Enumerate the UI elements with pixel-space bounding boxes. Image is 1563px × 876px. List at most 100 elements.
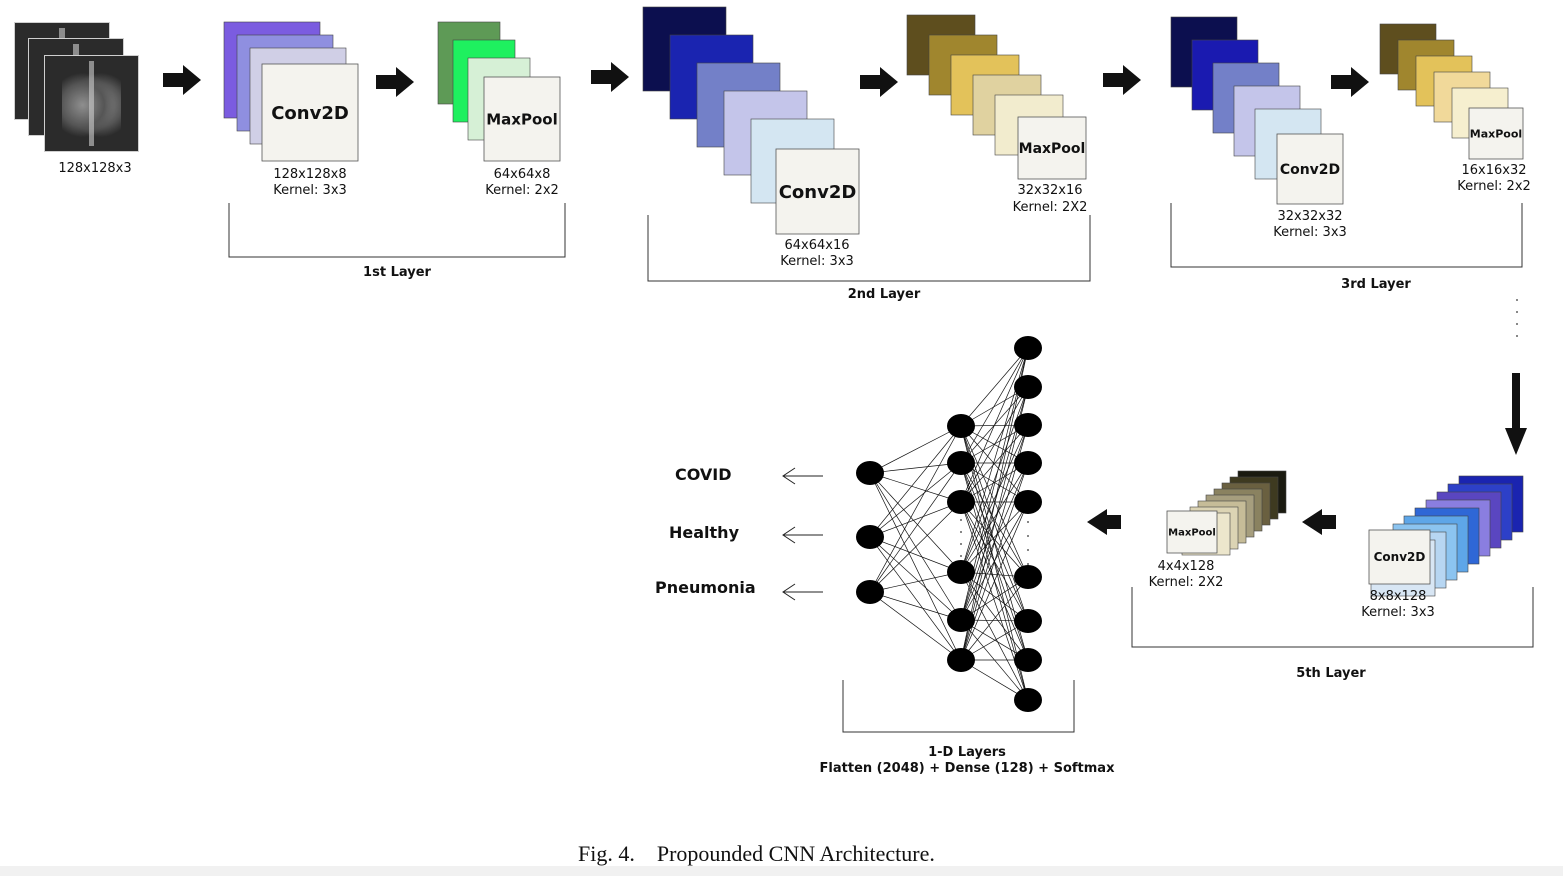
layer2-bracket — [647, 215, 1091, 282]
nn-gap-dot-l2-2 — [960, 531, 962, 533]
nn-edge — [869, 462, 962, 593]
layer5-pool-kernel: Kernel: 2X2 — [1148, 575, 1224, 590]
layer5-conv-dims: 8x8x128 — [1369, 589, 1427, 604]
layer-gap-dot-4 — [1516, 335, 1518, 337]
class-label-healthy: Healthy — [669, 523, 739, 542]
nn-node-l1-1 — [856, 461, 884, 485]
layer1-title: 1st Layer — [363, 265, 431, 280]
layer2-pool-kernel: Kernel: 2X2 — [1012, 200, 1088, 215]
nn-edge — [960, 501, 1029, 701]
nn-node-l3-7 — [1014, 609, 1042, 633]
flow-arrow-3 — [591, 62, 629, 92]
flow-arrow-7 — [1302, 509, 1336, 535]
flow-arrow-6 — [1331, 67, 1369, 97]
input-dims: 128x128x3 — [58, 161, 132, 176]
layer1-pool-front-box — [483, 76, 561, 162]
layer5-conv-label: Conv2D — [1374, 550, 1426, 564]
layer3-title: 3rd Layer — [1341, 277, 1411, 292]
nn-node-l2-4 — [947, 560, 975, 584]
nn-edge — [960, 462, 1029, 578]
xray-image-3 — [44, 55, 139, 152]
layer1-pool-kernel: Kernel: 2x2 — [485, 183, 559, 198]
nn-node-l2-1 — [947, 414, 975, 438]
layer5-pool-label: MaxPool — [1168, 528, 1216, 539]
nn-edge — [869, 536, 962, 621]
layer3-pool-dims: 16x16x32 — [1461, 163, 1527, 178]
layer5-bracket — [1131, 587, 1534, 648]
nn-edge — [960, 501, 1029, 573]
class-label-pneumonia: Pneumonia — [655, 578, 756, 597]
nn-node-l3-1 — [1014, 336, 1042, 360]
dense-title: 1-D Layers — [928, 745, 1006, 760]
output-arrow-2 — [782, 526, 823, 544]
nn-node-l3-4 — [1014, 451, 1042, 475]
flow-arrow-down — [1505, 373, 1527, 455]
nn-edge — [869, 425, 962, 474]
nn-edge — [960, 424, 1029, 503]
layer1-pool-dims: 64x64x8 — [493, 167, 551, 182]
flow-arrow-8 — [1087, 509, 1121, 535]
nn-gap-dot-l3-2 — [1027, 535, 1029, 537]
nn-edge — [869, 472, 962, 503]
layer3-bracket — [1170, 203, 1523, 268]
layer1-conv-dims: 128x128x8 — [273, 167, 347, 182]
nn-edge — [869, 536, 962, 661]
nn-edge — [960, 347, 1029, 464]
layer3-conv-kernel: Kernel: 3x3 — [1273, 225, 1347, 240]
nn-edge — [869, 591, 962, 621]
layer5-pool-dims: 4x4x128 — [1157, 559, 1215, 574]
layer2-title: 2nd Layer — [847, 287, 921, 302]
nn-node-l3-2 — [1014, 375, 1042, 399]
layer2-conv-dims: 64x64x16 — [784, 238, 850, 253]
nn-edge — [960, 424, 1029, 573]
nn-node-l1-2 — [856, 525, 884, 549]
nn-edge — [869, 472, 962, 621]
layer3-pool-kernel: Kernel: 2x2 — [1457, 179, 1531, 194]
nn-edge — [869, 472, 962, 573]
layer2-pool-dims: 32x32x16 — [1017, 183, 1083, 198]
nn-node-l1-3 — [856, 580, 884, 604]
nn-edge — [960, 347, 1029, 427]
flow-arrow-4 — [860, 67, 898, 97]
nn-node-l3-5 — [1014, 490, 1042, 514]
nn-edge — [869, 425, 962, 593]
nn-edge — [869, 536, 962, 573]
nn-edge — [869, 591, 962, 661]
nn-edge — [960, 576, 1029, 661]
dense-bracket — [842, 680, 1075, 733]
nn-gap-dot-l2-4 — [960, 555, 962, 557]
layer3-conv-dims: 32x32x32 — [1277, 209, 1343, 224]
nn-node-l3-6 — [1014, 565, 1042, 589]
nn-edge — [869, 501, 962, 538]
nn-edge — [960, 425, 1029, 578]
layer1-bracket — [228, 203, 566, 258]
nn-node-l3-3 — [1014, 413, 1042, 437]
nn-node-l2-5 — [947, 608, 975, 632]
figure-caption: Fig. 4. Propounded CNN Architecture. — [578, 841, 935, 866]
layer2-pool-label: MaxPool — [1019, 141, 1086, 157]
dense-subtitle: Flatten (2048) + Dense (128) + Softmax — [819, 761, 1115, 776]
nn-gap-dot-l3-1 — [1027, 521, 1029, 523]
nn-node-l2-2 — [947, 451, 975, 475]
nn-edge — [960, 462, 1029, 573]
layer5-conv-front-box — [1368, 529, 1431, 585]
layer1-conv-kernel: Kernel: 3x3 — [273, 183, 347, 198]
nn-edge — [869, 571, 962, 593]
nn-edge — [869, 462, 962, 474]
nn-edge — [869, 462, 962, 538]
output-arrow-1 — [782, 467, 823, 485]
nn-node-l2-3 — [947, 490, 975, 514]
nn-gap-dot-l2-1 — [960, 519, 962, 521]
nn-node-l2-6 — [947, 648, 975, 672]
layer5-title: 5th Layer — [1296, 666, 1366, 681]
nn-node-l3-9 — [1014, 688, 1042, 712]
class-label-covid: COVID — [675, 465, 732, 484]
layer3-pool-front-box — [1468, 107, 1524, 160]
layer5-conv-kernel: Kernel: 3x3 — [1361, 605, 1435, 620]
nn-edge — [960, 347, 1029, 661]
layer3-pool-label: MaxPool — [1470, 127, 1522, 140]
nn-node-l3-8 — [1014, 648, 1042, 672]
nn-edge — [960, 501, 1029, 661]
layer3-conv-front-box — [1276, 133, 1344, 205]
